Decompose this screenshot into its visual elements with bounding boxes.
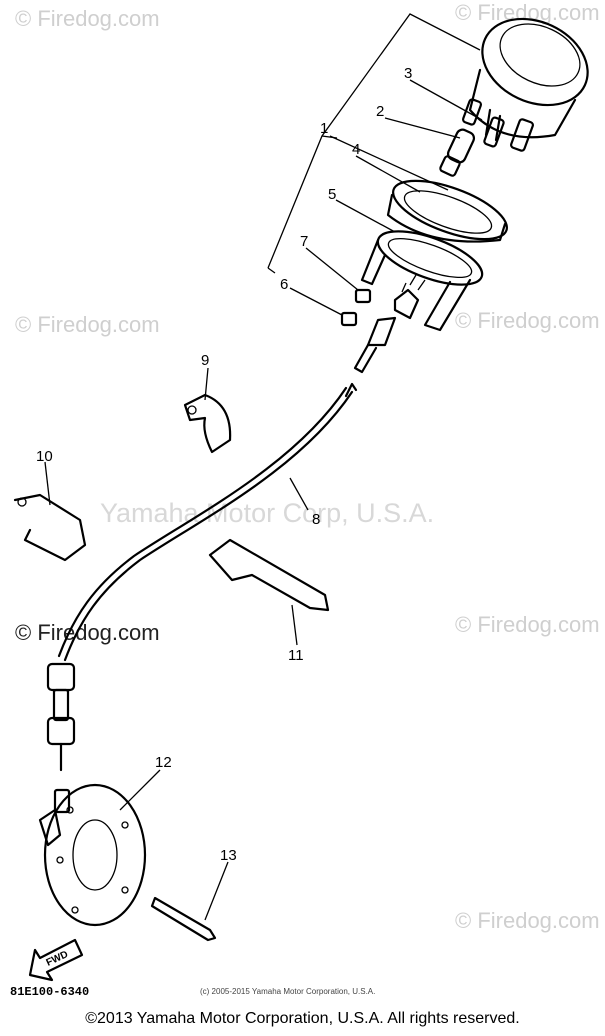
washer [340, 311, 358, 327]
speedometer-gauge [462, 17, 589, 152]
fwd-arrow-icon: FWD [28, 938, 84, 982]
watermark-firedog-dark: © Firedog.com [15, 620, 160, 645]
watermark-firedog: © Firedog.com [455, 908, 600, 933]
bracket [208, 538, 330, 612]
callout-13: 13 [220, 847, 237, 864]
callouts: 1 2 3 4 5 6 7 8 9 10 11 12 13 [36, 65, 483, 921]
connector [353, 274, 426, 374]
watermark-firedog: © Firedog.com [455, 612, 600, 637]
watermark-firedog: © Firedog.com [455, 308, 600, 333]
footer-copyright: ©2013 Yamaha Motor Corporation, U.S.A. A… [85, 1010, 520, 1027]
callout-10: 10 [36, 448, 53, 465]
watermark-firedog: © Firedog.com [455, 0, 600, 25]
small-copyright: (c) 2005-2015 Yamaha Motor Corporation, … [200, 987, 376, 996]
callout-12: 12 [155, 754, 172, 771]
callout-8: 8 [312, 511, 320, 528]
watermark-yamaha: Yamaha Motor Corp, U.S.A. [100, 498, 434, 528]
callout-4: 4 [352, 141, 360, 158]
callout-6: 6 [280, 276, 288, 293]
gasket-bracket [360, 230, 484, 332]
clamp [183, 393, 232, 454]
cable-guide [13, 493, 87, 562]
socket-ring [386, 179, 508, 243]
callout-7: 7 [300, 233, 308, 250]
gear-unit [38, 783, 147, 927]
part-code: 81E100-6340 [10, 985, 90, 999]
pin [150, 896, 217, 942]
callout-2: 2 [376, 103, 384, 120]
nut [354, 288, 372, 304]
watermark-firedog: © Firedog.com [15, 6, 160, 31]
watermarks: © Firedog.com © Firedog.com © Firedog.co… [15, 0, 600, 933]
callout-9: 9 [201, 352, 209, 369]
callout-11: 11 [288, 647, 304, 664]
bulb [439, 128, 476, 177]
speedometer-cable [46, 382, 358, 772]
callout-1: 1 [320, 120, 328, 137]
callout-5: 5 [328, 186, 336, 203]
fwd-label: FWD [45, 949, 70, 969]
callout-3: 3 [404, 65, 412, 82]
watermark-firedog: © Firedog.com [15, 312, 160, 337]
